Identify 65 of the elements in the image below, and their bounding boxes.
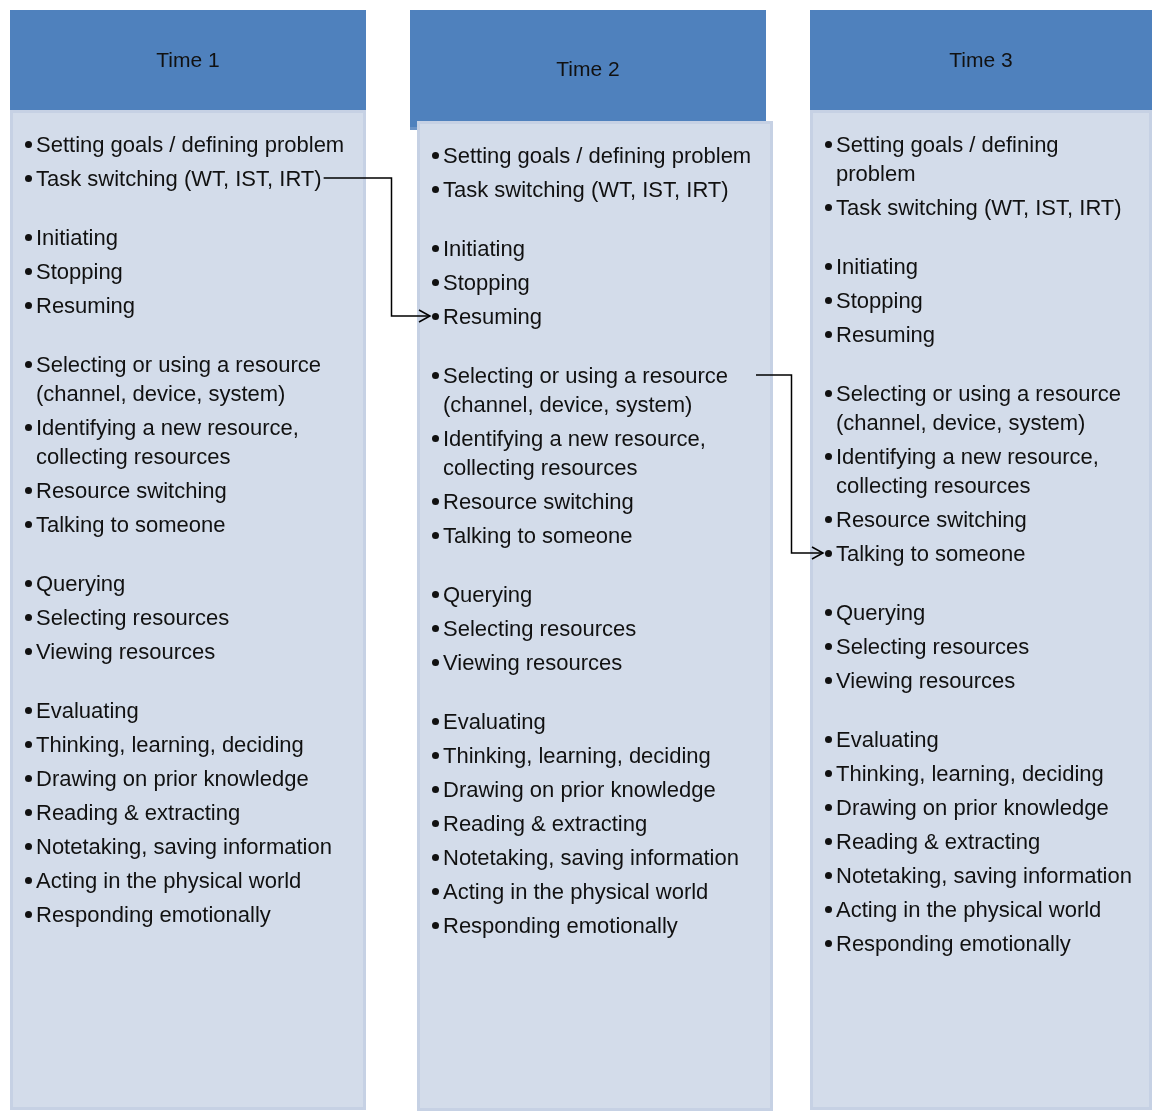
list-item-text: Responding emotionally [36,901,271,929]
list-item-text: Notetaking, saving information [443,844,739,872]
list-item-text: Initiating [36,224,118,252]
list-item-text: Resource switching [36,477,227,505]
list-item-text: Notetaking, saving information [836,862,1132,890]
list-item-text: Notetaking, saving information [36,833,332,861]
column-header: Time 1 [10,10,366,113]
list-item-text: Reading & extracting [443,810,648,838]
list-panel [10,110,366,1110]
list-item-text: Reading & extracting [36,799,241,827]
list-item-text: Setting goals / defining problem [836,131,1060,188]
list-item-text: Evaluating [36,697,139,725]
list-item-text: Drawing on prior knowledge [443,776,716,804]
list-item-text: Resuming [836,321,936,349]
list-item-text: Identifying a new resource, collecting resources [836,443,1100,500]
list-item-text: Drawing on prior knowledge [36,765,309,793]
list-item-text: Querying [443,581,533,609]
list-item-text: Querying [836,599,926,627]
list-item-text: Viewing resources [836,667,1016,695]
list-item-text: Initiating [443,235,525,263]
list-item-text: Thinking, learning, deciding [36,731,304,759]
list-item-text: Talking to someone [443,522,633,550]
list-item-text: Initiating [836,253,918,281]
list-panel [810,110,1152,1110]
list-item-text: Stopping [36,258,123,286]
column-header: Time 2 [410,10,766,130]
column-header: Time 3 [810,10,1152,113]
list-item-text: Responding emotionally [443,912,678,940]
list-item-text: Resource switching [836,506,1027,534]
list-item-text: Evaluating [443,708,546,736]
list-item-text: Resuming [443,303,543,331]
arrow [322,177,431,323]
list-item-text: Setting goals / defining problem [443,142,752,170]
list-item-text: Talking to someone [836,540,1026,568]
list-item-text: Selecting resources [443,615,637,643]
list-item-text: Acting in the physical world [36,867,302,895]
list-item-text: Stopping [443,269,530,297]
arrow [755,374,824,560]
list-item-text: Resuming [36,292,136,320]
list-item-text: Selecting resources [836,633,1030,661]
list-item-text: Selecting or using a resource (channel, device, system) [836,380,1122,437]
list-item-text: Identifying a new resource, collecting resources [36,414,300,471]
list-item-text: Task switching (WT, IST, IRT) [36,165,322,193]
list-item-text: Viewing resources [443,649,623,677]
list-item-text: Acting in the physical world [443,878,709,906]
list-item-text: Identifying a new resource, collecting resources [443,425,707,482]
list-item-text: Drawing on prior knowledge [836,794,1109,822]
list-item-text: Viewing resources [36,638,216,666]
list-item-text: Responding emotionally [836,930,1071,958]
list-item-text: Task switching (WT, IST, IRT) [836,194,1122,222]
list-item-text: Task switching (WT, IST, IRT) [443,176,729,204]
list-item-text: Resource switching [443,488,634,516]
list-item-text: Setting goals / defining problem [36,131,345,159]
list-item-text: Stopping [836,287,923,315]
list-item-text: Acting in the physical world [836,896,1102,924]
list-item-text: Reading & extracting [836,828,1041,856]
list-item-text: Thinking, learning, deciding [443,742,711,770]
list-item-text: Selecting or using a resource (channel, device, system) [443,362,729,419]
list-item-text: Evaluating [836,726,939,754]
list-item-text: Thinking, learning, deciding [836,760,1104,788]
list-panel [417,121,773,1111]
list-item-text: Talking to someone [36,511,226,539]
list-item-text: Selecting or using a resource (channel, device, system) [36,351,322,408]
list-item-text: Querying [36,570,126,598]
list-item-text: Selecting resources [36,604,230,632]
